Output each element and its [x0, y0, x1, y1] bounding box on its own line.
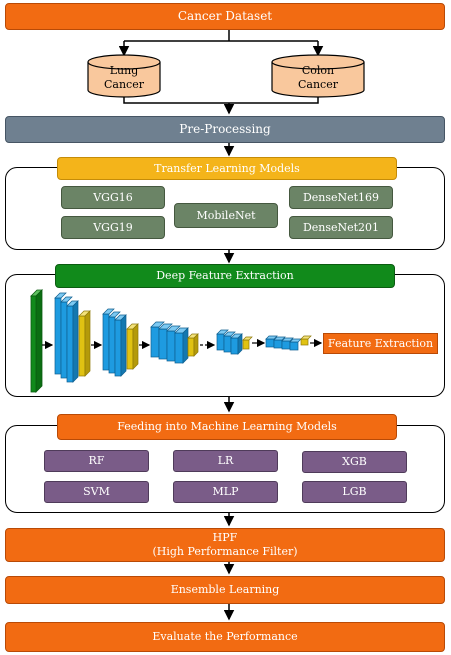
colon-line2: Cancer	[298, 77, 338, 91]
conv-block-2	[102, 308, 139, 377]
ml-model-lgb: LGB	[302, 481, 407, 503]
transfer-learning-title-box: Transfer Learning Models	[57, 157, 397, 180]
hpf-subtitle: (High Performance Filter)	[152, 545, 298, 558]
ml-models-title: Feeding into Machine Learning Models	[117, 420, 337, 434]
split-arrow	[124, 30, 318, 42]
ml-model-rf: RF	[44, 450, 149, 472]
ml-model-lr: LR	[173, 450, 278, 472]
model-densenet169: DenseNet169	[289, 186, 393, 209]
lung-cancer-label: Lung Cancer	[88, 64, 160, 92]
ml-model-mlp: MLP	[173, 481, 278, 503]
cancer-dataset-box: Cancer Dataset	[5, 3, 445, 30]
model-vgg19-label: VGG19	[93, 220, 133, 234]
transfer-learning-title: Transfer Learning Models	[154, 161, 300, 175]
preprocessing-box: Pre-Processing	[5, 116, 445, 143]
conv-block-1	[54, 292, 91, 383]
colon-cancer-label: Colon Cancer	[272, 64, 364, 92]
evaluate-performance-label: Evaluate the Performance	[152, 630, 298, 644]
hpf-title: HPF	[212, 531, 238, 545]
model-vgg19: VGG19	[61, 216, 165, 239]
evaluate-performance-box: Evaluate the Performance	[5, 622, 445, 652]
model-densenet169-label: DenseNet169	[302, 190, 380, 204]
colon-cancer-cylinder	[271, 54, 365, 98]
lung-cancer-cylinder	[87, 54, 161, 98]
ml-model-rf-label: RF	[88, 454, 105, 468]
input-layer-slab	[30, 289, 43, 393]
conv-block-4	[216, 329, 253, 355]
ml-model-xgb: XGB	[302, 451, 407, 473]
colon-line1: Colon	[301, 64, 335, 77]
feature-extraction-title-box: Deep Feature Extraction	[55, 264, 395, 288]
cancer-dataset-label: Cancer Dataset	[177, 9, 273, 23]
ml-models-title-box: Feeding into Machine Learning Models	[57, 414, 397, 440]
model-vgg16-label: VGG16	[93, 190, 133, 204]
conv-block-3	[150, 321, 199, 364]
ml-model-lgb-label: LGB	[342, 485, 367, 499]
ml-model-xgb-label: XGB	[342, 455, 367, 469]
feature-extraction-title: Deep Feature Extraction	[156, 269, 294, 283]
feature-extraction-output-box: Feature Extraction	[323, 333, 438, 354]
model-vgg16: VGG16	[61, 186, 165, 209]
feature-extraction-output-label: Feature Extraction	[327, 336, 434, 350]
hpf-box: HPF (High Performance Filter)	[5, 528, 445, 562]
ml-model-mlp-label: MLP	[212, 485, 239, 499]
ensemble-learning-box: Ensemble Learning	[5, 576, 445, 604]
model-densenet201: DenseNet201	[289, 216, 393, 239]
model-densenet201-label: DenseNet201	[302, 220, 380, 234]
lung-line2: Cancer	[104, 77, 144, 91]
conv-block-5	[265, 335, 312, 351]
model-mobilenet-label: MobileNet	[196, 208, 256, 222]
lung-line1: Lung	[109, 64, 139, 77]
merge-line	[123, 96, 319, 104]
preprocessing-label: Pre-Processing	[179, 122, 271, 136]
ml-model-lr-label: LR	[217, 454, 234, 468]
ensemble-learning-label: Ensemble Learning	[170, 583, 280, 597]
ml-model-svm: SVM	[44, 481, 149, 503]
ml-model-svm-label: SVM	[83, 485, 110, 499]
model-mobilenet: MobileNet	[174, 203, 278, 228]
